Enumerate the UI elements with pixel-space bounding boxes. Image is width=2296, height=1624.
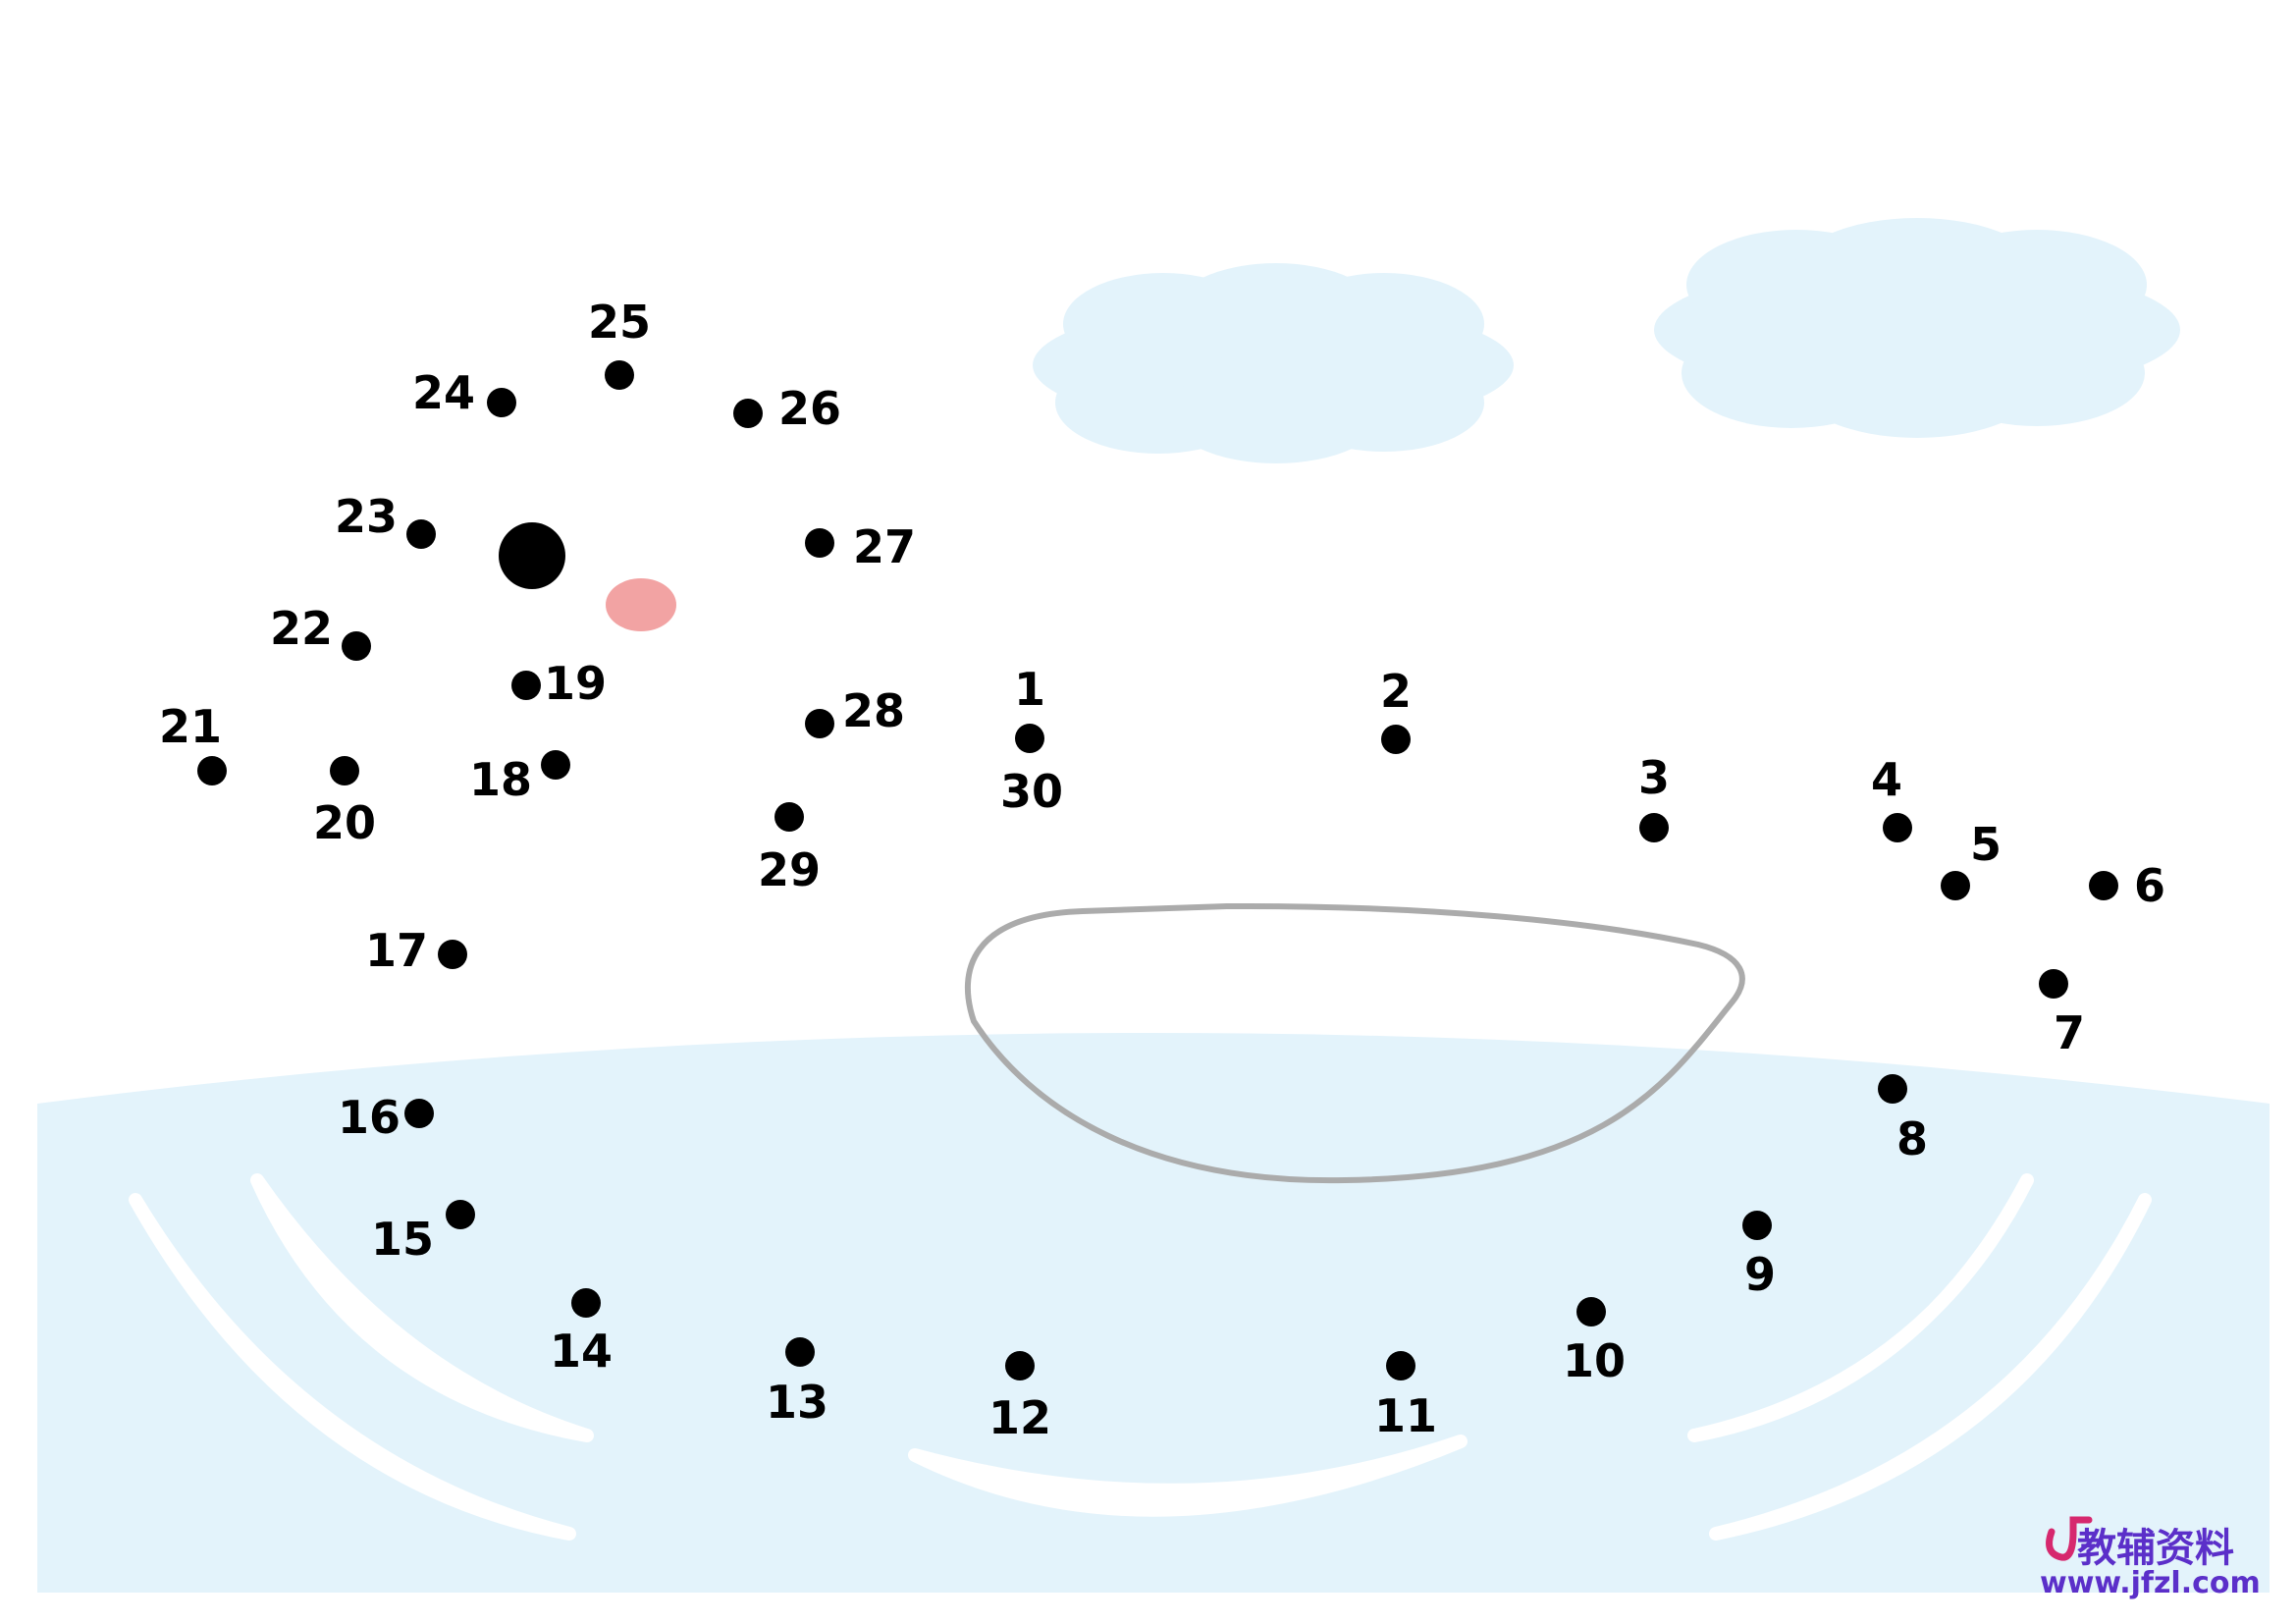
dot-14 (571, 1288, 601, 1318)
watermark-logo-icon (2046, 1516, 2093, 1561)
dot-27 (805, 528, 834, 558)
dot-label-30: 30 (1000, 765, 1063, 818)
dot-label-12: 12 (988, 1391, 1051, 1444)
dot-label-27: 27 (853, 520, 916, 573)
watermark: 教辅资料 www.jfzl.com (2040, 1516, 2261, 1600)
dot-label-14: 14 (550, 1325, 613, 1378)
duck-eye (499, 522, 565, 589)
cloud-right (1654, 218, 2180, 438)
dot-label-28: 28 (842, 684, 905, 737)
dot-label-4: 4 (1871, 753, 1902, 806)
dot-label-5: 5 (1970, 818, 2002, 871)
watermark-title: 教辅资料 (2077, 1526, 2234, 1571)
dot-20 (330, 756, 359, 785)
water-surface (37, 1033, 2269, 1593)
dot-label-9: 9 (1744, 1248, 1776, 1301)
dot-label-13: 13 (766, 1376, 828, 1429)
dot-label-25: 25 (588, 296, 651, 349)
dot-2 (1381, 725, 1411, 754)
dot-21 (197, 756, 227, 785)
dot-3 (1639, 813, 1669, 842)
dot-19 (511, 671, 541, 700)
dot-label-22: 22 (270, 602, 333, 655)
dot-16 (404, 1099, 434, 1128)
dot-26 (733, 399, 763, 428)
dot-label-15: 15 (371, 1213, 434, 1266)
dot-label-3: 3 (1638, 751, 1670, 804)
dot-label-18: 18 (469, 753, 532, 806)
dot-24 (487, 388, 516, 417)
dot-label-10: 10 (1563, 1334, 1626, 1387)
dot-label-7: 7 (2054, 1006, 2085, 1059)
dot-5 (1941, 871, 1970, 900)
dot-6 (2089, 871, 2118, 900)
dot-label-19: 19 (544, 657, 607, 710)
dot-29 (774, 802, 804, 832)
dot-label-21: 21 (159, 700, 222, 753)
dot-label-8: 8 (1896, 1112, 1928, 1165)
dot-label-11: 11 (1374, 1389, 1437, 1442)
dot-12 (1005, 1351, 1035, 1380)
dot-label-2: 2 (1380, 665, 1412, 718)
dot-label-16: 16 (338, 1091, 400, 1144)
dot-label-17: 17 (365, 924, 428, 977)
dot-label-29: 29 (758, 843, 821, 896)
dot-10 (1576, 1297, 1606, 1326)
dot-label-23: 23 (335, 490, 398, 543)
dot-label-1: 1 (1014, 663, 1045, 716)
dot-25 (605, 360, 634, 390)
dot-9 (1742, 1211, 1772, 1240)
dot-label-24: 24 (412, 366, 475, 419)
dot-label-26: 26 (778, 382, 841, 435)
dot-18 (541, 750, 570, 780)
dot-1 (1015, 724, 1044, 753)
water-ripples (129, 1173, 2152, 1541)
dot-label-20: 20 (313, 796, 376, 849)
duck-cheek (606, 578, 676, 631)
dot-23 (406, 519, 436, 549)
dot-4 (1883, 813, 1912, 842)
dot-label-6: 6 (2134, 859, 2165, 912)
watermark-url: www.jfzl.com (2040, 1566, 2261, 1600)
dot-11 (1386, 1351, 1415, 1380)
dot-7 (2039, 969, 2068, 999)
dot-17 (438, 940, 467, 969)
dot-28 (805, 709, 834, 738)
dot-13 (785, 1337, 815, 1367)
cloud-left (1033, 263, 1514, 463)
bowl-outline (965, 902, 1745, 1184)
dot-8 (1878, 1074, 1907, 1104)
dot-15 (446, 1200, 475, 1229)
dot-22 (342, 631, 371, 661)
